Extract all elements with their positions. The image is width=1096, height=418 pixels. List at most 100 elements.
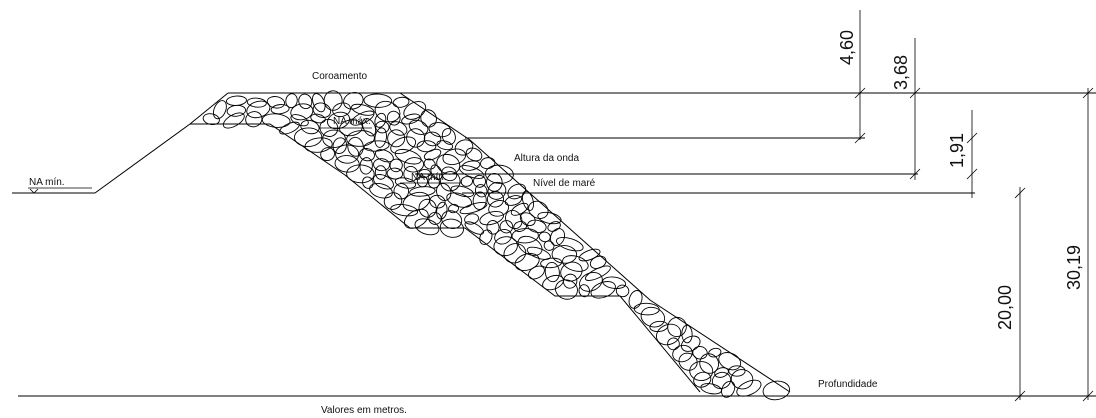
rock-stone xyxy=(479,210,504,226)
rock-stone xyxy=(350,110,375,126)
rock-stone xyxy=(418,198,437,218)
rock-stone xyxy=(403,208,429,229)
rock-stone xyxy=(362,118,377,137)
rock-stone xyxy=(692,346,708,360)
rock-stone xyxy=(488,200,510,217)
rock-stone xyxy=(441,166,458,182)
left-water-symbol xyxy=(28,187,92,194)
rock-stone xyxy=(465,147,483,162)
rock-stone xyxy=(503,243,527,264)
rock-stone xyxy=(343,92,364,110)
rock-stone xyxy=(270,104,290,115)
rock-stone xyxy=(375,120,390,134)
rock-stone xyxy=(375,149,394,163)
rock-stone xyxy=(681,324,693,344)
rock-stone xyxy=(728,365,746,377)
rock-stone xyxy=(408,119,429,135)
rock-stone xyxy=(374,100,401,123)
rock-stone xyxy=(517,235,543,256)
rock-stone xyxy=(406,128,426,148)
rock-stone xyxy=(633,302,660,316)
rock-stone xyxy=(304,137,333,153)
rock-stone xyxy=(347,136,364,157)
rock-stone xyxy=(526,246,551,260)
rock-stone xyxy=(689,361,714,381)
rock-stone xyxy=(202,113,220,126)
rock-stone xyxy=(362,176,374,189)
rock-stone xyxy=(602,276,627,290)
rock-stone xyxy=(266,96,285,109)
svg-text:1,91: 1,91 xyxy=(947,133,967,168)
rock-stone xyxy=(540,257,563,269)
rock-stone xyxy=(480,157,496,170)
rock-stone xyxy=(245,111,263,128)
svg-text:3,68: 3,68 xyxy=(891,55,911,90)
rock-stone xyxy=(439,218,465,238)
rock-stone xyxy=(551,245,578,264)
rock-stone xyxy=(446,192,472,208)
rock-stone xyxy=(387,129,406,148)
rock-stone xyxy=(528,265,545,280)
rock-stone xyxy=(762,380,791,401)
na-min-left-label: NA mín. xyxy=(29,177,65,188)
rock-stone xyxy=(714,367,729,378)
rock-stone xyxy=(373,174,394,190)
rock-stone xyxy=(527,219,547,233)
rock-stone xyxy=(290,114,309,127)
dimension-3-68: 3,68 xyxy=(891,38,921,180)
na-min-right-label: NA mín. xyxy=(411,172,447,183)
rock-stone xyxy=(562,255,589,272)
rock-stone xyxy=(320,147,335,161)
rock-stone xyxy=(537,211,562,225)
rock-stone xyxy=(279,121,300,135)
rock-stone xyxy=(528,200,549,219)
rock-stone xyxy=(386,110,401,126)
dimension-1-91: 1,91 xyxy=(947,110,978,198)
rock-stone xyxy=(416,140,437,153)
rock-stone xyxy=(390,203,419,217)
rock-stone xyxy=(504,195,523,206)
rock-stone xyxy=(213,100,227,120)
rock-stone xyxy=(464,221,485,235)
rock-stone xyxy=(346,130,375,147)
rock-stone xyxy=(403,101,427,120)
rock-stone xyxy=(464,213,479,225)
nivel-mare-label: Nível de maré xyxy=(533,178,596,189)
armor-inner-slope xyxy=(190,123,701,393)
rock-stone xyxy=(678,352,698,371)
rock-armor-fill xyxy=(202,90,791,401)
rock-stone xyxy=(374,127,387,148)
rock-stone xyxy=(472,191,487,210)
rock-stone xyxy=(332,102,351,118)
rock-stone xyxy=(403,157,425,173)
rock-stone xyxy=(454,139,474,156)
rock-stone xyxy=(300,119,320,135)
profundidade-label: Profundidade xyxy=(818,379,878,390)
rock-stone xyxy=(423,158,436,170)
rock-stone xyxy=(428,176,440,189)
units-note: Valores em metros. xyxy=(321,405,407,416)
rock-stone xyxy=(394,177,417,189)
rock-stone xyxy=(461,160,481,171)
rock-stone xyxy=(667,337,680,351)
rock-stone xyxy=(479,229,493,245)
rock-stone xyxy=(693,371,712,388)
rock-stone xyxy=(544,261,560,283)
rock-stone xyxy=(555,279,578,300)
rock-stone xyxy=(359,148,375,162)
rock-stone xyxy=(310,113,326,124)
rock-stone xyxy=(428,212,442,225)
rock-stone xyxy=(590,281,616,299)
rock-stone xyxy=(543,240,555,251)
rock-stone xyxy=(486,220,500,235)
rock-stone xyxy=(510,202,529,216)
rock-stone xyxy=(507,183,527,200)
rock-stone xyxy=(494,229,512,245)
rock-stone xyxy=(655,323,682,346)
rock-stone xyxy=(423,131,442,147)
rock-stone xyxy=(373,158,390,172)
rock-stone xyxy=(486,191,505,208)
rock-stone xyxy=(459,201,488,215)
rock-stone xyxy=(394,148,422,165)
